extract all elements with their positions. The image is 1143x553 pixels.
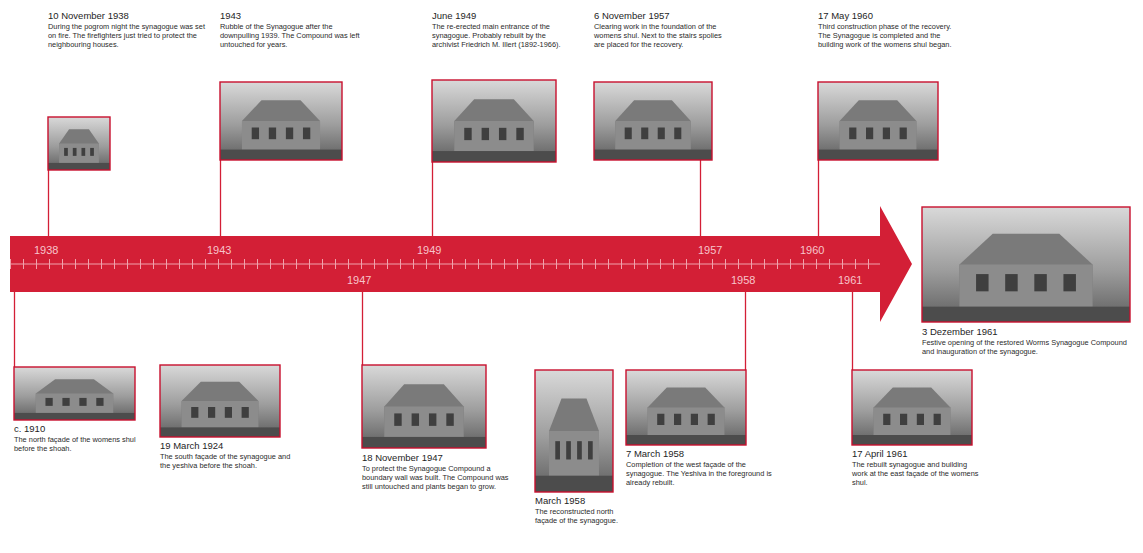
event-date: March 1958 xyxy=(535,495,625,506)
leader-line xyxy=(14,292,15,367)
photo-image xyxy=(48,117,110,170)
event-date: 19 March 1924 xyxy=(160,440,300,451)
timeline-event: c. 1910The north façade of the womens sh… xyxy=(14,423,144,453)
photo-image xyxy=(818,82,938,160)
event-caption: Third construction phase of the recovery… xyxy=(818,22,958,49)
photo xyxy=(48,117,110,170)
photo-frame xyxy=(48,117,110,170)
timeline-event: 17 April 1961The rebuilt synagogue and b… xyxy=(852,448,982,487)
photo xyxy=(626,370,746,445)
year-label: 1960 xyxy=(800,243,824,257)
photo-image xyxy=(535,370,613,492)
photo xyxy=(818,82,938,160)
event-caption: To protect the Synagogue Compound a boun… xyxy=(362,464,512,491)
timeline-event: June 1949The re-erected main entrance of… xyxy=(432,10,572,49)
photo-image xyxy=(852,370,972,445)
timeline-event: 19 March 1924The south façade of the syn… xyxy=(160,440,300,470)
year-label: 1947 xyxy=(347,273,371,287)
photo-image xyxy=(626,370,746,445)
timeline-event: 18 November 1947To protect the Synagogue… xyxy=(362,452,512,491)
photo-frame xyxy=(14,367,135,420)
event-caption: The south façade of the synagogue and th… xyxy=(160,452,300,470)
year-label: 1957 xyxy=(698,243,722,257)
timeline-event: 10 November 1938During the pogrom night … xyxy=(48,10,213,49)
photo-frame xyxy=(535,370,613,492)
leader-line xyxy=(852,292,853,370)
year-label: 1938 xyxy=(34,243,58,257)
timeline-event: 1943Rubble of the Synagogue after the do… xyxy=(220,10,360,49)
year-label: 1949 xyxy=(417,243,441,257)
event-date: 18 November 1947 xyxy=(362,452,512,463)
photo-frame xyxy=(818,82,938,160)
event-date: 17 April 1961 xyxy=(852,448,982,459)
photo xyxy=(362,365,486,448)
timeline-event: 3 Dezember 1961Festive opening of the re… xyxy=(922,326,1136,356)
photo-image xyxy=(594,82,712,160)
event-date: 1943 xyxy=(220,10,360,21)
year-label: 1943 xyxy=(207,243,231,257)
event-caption: Completion of the west façade of the syn… xyxy=(626,460,781,487)
photo-image xyxy=(220,82,342,160)
photo-frame xyxy=(160,365,280,437)
leader-lines xyxy=(15,160,853,370)
event-date: 7 March 1958 xyxy=(626,448,781,459)
event-date: 3 Dezember 1961 xyxy=(922,326,1136,337)
photo xyxy=(14,367,135,420)
event-caption: The north façade of the womens shul befo… xyxy=(14,435,144,453)
photo-frame xyxy=(626,370,746,445)
event-date: June 1949 xyxy=(432,10,572,21)
photo xyxy=(160,365,280,437)
photo-frame xyxy=(362,365,486,448)
photo-frame xyxy=(922,207,1130,322)
event-date: 17 May 1960 xyxy=(818,10,958,21)
timeline-event: 7 March 1958Completion of the west façad… xyxy=(626,448,781,487)
timeline-event: March 1958The reconstructed north façade… xyxy=(535,495,625,525)
event-caption: The reconstructed north façade of the sy… xyxy=(535,507,625,525)
photo-image xyxy=(362,365,486,448)
photo-frame xyxy=(852,370,972,445)
photo-image xyxy=(922,207,1130,322)
event-date: 10 November 1938 xyxy=(48,10,213,21)
photo xyxy=(594,82,712,160)
photo xyxy=(535,370,613,492)
event-date: 6 November 1957 xyxy=(594,10,724,21)
leader-line xyxy=(745,292,746,370)
event-caption: Rubble of the Synagogue after the downpu… xyxy=(220,22,360,49)
event-caption: The re-erected main entrance of the syna… xyxy=(432,22,572,49)
photo xyxy=(922,207,1130,322)
year-label: 1961 xyxy=(838,273,862,287)
photo-frame xyxy=(432,80,556,162)
photo xyxy=(432,80,556,162)
photo xyxy=(220,82,342,160)
timeline-event: 17 May 1960Third construction phase of t… xyxy=(818,10,958,49)
photo-image xyxy=(160,365,280,437)
photo-image xyxy=(14,367,135,420)
photo xyxy=(852,370,972,445)
axis-ticks xyxy=(10,255,880,273)
leader-line xyxy=(48,170,49,236)
leader-line xyxy=(362,292,363,365)
leader-line xyxy=(700,160,701,236)
event-caption: Festive opening of the restored Worms Sy… xyxy=(922,338,1136,356)
photo-image xyxy=(432,80,556,162)
photo-frame xyxy=(220,82,342,160)
leader-line xyxy=(432,162,433,236)
leader-line xyxy=(818,160,819,236)
event-date: c. 1910 xyxy=(14,423,144,434)
event-caption: The rebuilt synagogue and building work … xyxy=(852,460,982,487)
year-label: 1958 xyxy=(731,273,755,287)
timeline-arrow xyxy=(10,206,912,322)
leader-line xyxy=(220,160,221,236)
photo-frame xyxy=(594,82,712,160)
timeline-event: 6 November 1957Clearing work in the foun… xyxy=(594,10,724,49)
event-caption: During the pogrom night the synagogue wa… xyxy=(48,22,213,49)
event-caption: Clearing work in the foundation of the w… xyxy=(594,22,724,49)
